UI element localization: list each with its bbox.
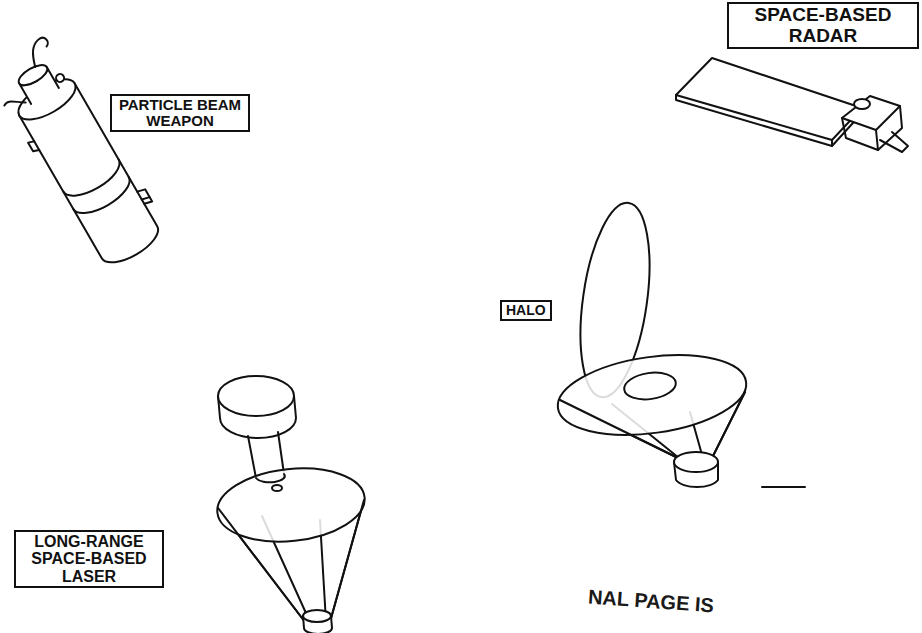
label-text: LONG-RANGE SPACE-BASED LASER [20,533,158,585]
page-note: NAL PAGE IS [587,586,714,618]
space-based-laser [214,376,369,633]
label-box: HALO [500,300,552,321]
label-text: SPACE-BASED RADAR [733,5,913,46]
label-text: HALO [506,303,546,318]
label-box: LONG-RANGE SPACE-BASED LASER [14,530,164,588]
particle-beam-weapon [0,31,171,275]
space-based-radar [676,58,908,152]
label-box: PARTICLE BEAM WEAPON [110,94,250,132]
label-text: PARTICLE BEAM WEAPON [116,97,244,129]
label-box: SPACE-BASED RADAR [727,2,919,49]
halo-sensor [553,199,805,488]
